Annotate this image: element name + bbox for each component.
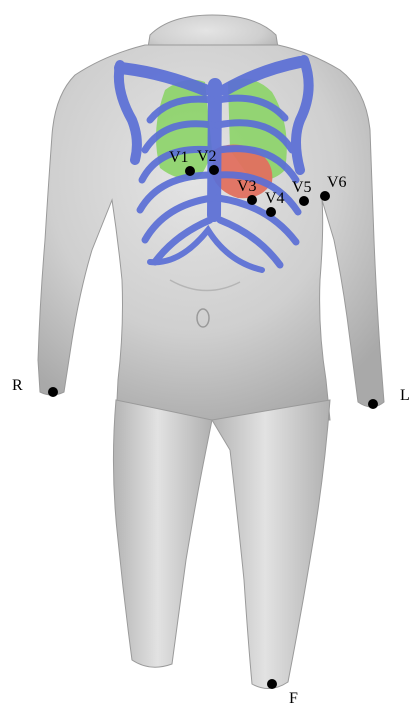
electrode-v2 (209, 165, 219, 175)
electrode-v1 (185, 166, 195, 176)
electrode-l (368, 399, 378, 409)
electrode-v3 (247, 195, 257, 205)
electrode-f (267, 679, 277, 689)
right-leg (113, 400, 212, 667)
left-leg (212, 400, 330, 689)
label-l: L (400, 387, 410, 404)
label-v4: V4 (265, 190, 285, 207)
label-v3: V3 (237, 178, 257, 195)
label-v5: V5 (292, 179, 312, 196)
electrode-r (48, 387, 58, 397)
label-v1: V1 (169, 149, 189, 166)
electrode-v6 (320, 191, 330, 201)
label-v6: V6 (327, 174, 347, 191)
electrode-v5 (299, 196, 309, 206)
electrode-v4 (266, 207, 276, 217)
label-r: R (12, 377, 23, 394)
label-v2: V2 (197, 148, 217, 165)
label-f: F (289, 690, 298, 707)
